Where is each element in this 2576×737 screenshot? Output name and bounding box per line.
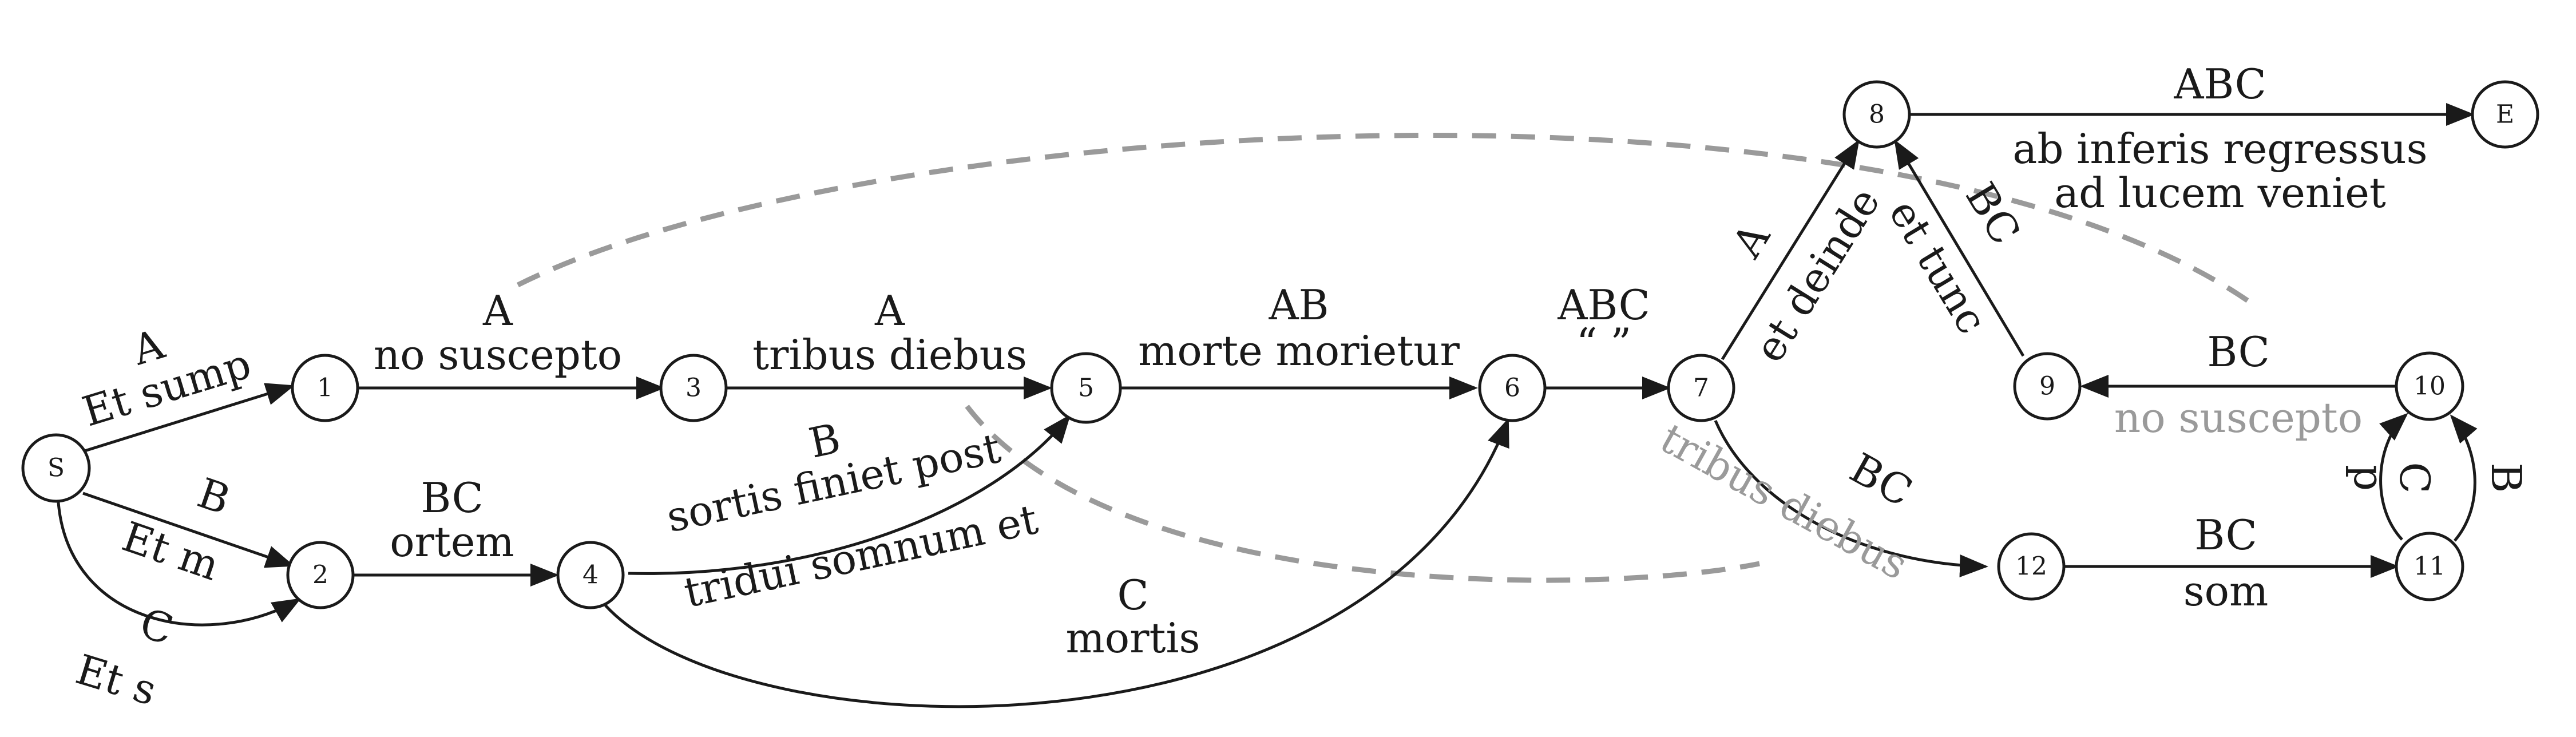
node-12: 12: [1997, 532, 2066, 601]
edge-2-4-text: ortem: [390, 518, 514, 566]
edge-4-6-witness: C: [1117, 571, 1148, 619]
edge-s-1-text: Et sump: [77, 339, 256, 436]
edge-2-4-witness: BC: [421, 474, 483, 522]
edge-9-8: [1894, 139, 2025, 357]
edge-7-8-witness: A: [1722, 215, 1780, 266]
edge-6-7-witness: ABC: [1557, 281, 1650, 329]
edge-12-11-text: som: [2183, 567, 2269, 615]
node-4-label: 4: [582, 561, 599, 590]
edge-s-2-c: [57, 502, 302, 627]
node-6: 6: [1478, 354, 1547, 422]
node-10-label: 10: [2413, 372, 2446, 401]
node-11-label: 11: [2413, 552, 2446, 581]
edge-11-10-c-witness: C: [2391, 462, 2439, 493]
node-8-label: 8: [1869, 100, 1885, 129]
node-1-label: 1: [317, 374, 333, 403]
edge-12-11-witness: BC: [2194, 511, 2257, 559]
edge-4-6: [604, 418, 1509, 708]
edge-8-e-text-2: ad lucem veniet: [2054, 169, 2386, 217]
edge-s-2-c-witness: C: [134, 599, 179, 654]
node-s-label: S: [47, 454, 65, 483]
node-5: 5: [1050, 352, 1122, 424]
edge-7-12-witness: BC: [1842, 443, 1920, 516]
edge-6-7-text: “ ”: [1576, 319, 1632, 367]
node-e: E: [2471, 80, 2539, 149]
node-2-label: 2: [312, 561, 328, 590]
node-s: S: [21, 433, 91, 503]
node-9: 9: [2013, 352, 2082, 421]
transposition-arc-lower: [965, 405, 1760, 583]
edge-11-10-c-text: p: [2345, 465, 2393, 491]
edge-10-9-text: no suscepto: [2114, 394, 2363, 442]
edge-4-5: [628, 414, 1071, 575]
edge-11-10-b-witness: B: [2482, 463, 2530, 493]
edge-s-1: [84, 383, 295, 453]
node-7: 7: [1667, 354, 1735, 422]
edge-3-5-text: tribus diebus: [752, 331, 1027, 379]
node-12-label: 12: [2015, 552, 2047, 581]
edge-s-2-b: [82, 492, 295, 568]
edge-1-3-witness: A: [482, 287, 513, 335]
edge-1-3-text: no suscepto: [374, 331, 622, 379]
edge-8-e-text: ab inferis regressus: [2012, 125, 2427, 173]
edge-7-12: [1714, 420, 1988, 577]
node-5-label: 5: [1078, 374, 1094, 403]
edge-5-6-text: morte morietur: [1138, 327, 1460, 375]
node-11: 11: [2395, 532, 2464, 601]
edge-11-10-b: [2450, 414, 2478, 542]
edge-11-10-c: [2379, 413, 2408, 541]
node-10: 10: [2395, 351, 2464, 421]
node-e-label: E: [2496, 100, 2514, 129]
edge-10-9-witness: BC: [2207, 328, 2269, 376]
node-3-label: 3: [685, 374, 702, 403]
edge-4-6-text: mortis: [1066, 614, 1200, 662]
node-3: 3: [659, 354, 728, 422]
node-1: 1: [291, 354, 359, 422]
edge-s-2-b-witness: B: [192, 469, 236, 524]
node-4: 4: [556, 541, 625, 609]
node-6-label: 6: [1504, 374, 1520, 403]
node-7-label: 7: [1693, 374, 1709, 403]
edge-s-2-c-text: Et s: [70, 645, 162, 715]
transposition-arc-upper: [516, 132, 2253, 306]
edge-5-6-witness: AB: [1269, 281, 1329, 329]
edge-8-e-witness: ABC: [2173, 60, 2266, 108]
edge-7-8: [1721, 139, 1860, 360]
node-8: 8: [1842, 80, 1911, 149]
edge-9-8-witness: BC: [1956, 175, 2030, 253]
node-2: 2: [286, 541, 355, 609]
edge-3-5-witness: A: [874, 287, 905, 335]
node-9-label: 9: [2039, 372, 2055, 401]
